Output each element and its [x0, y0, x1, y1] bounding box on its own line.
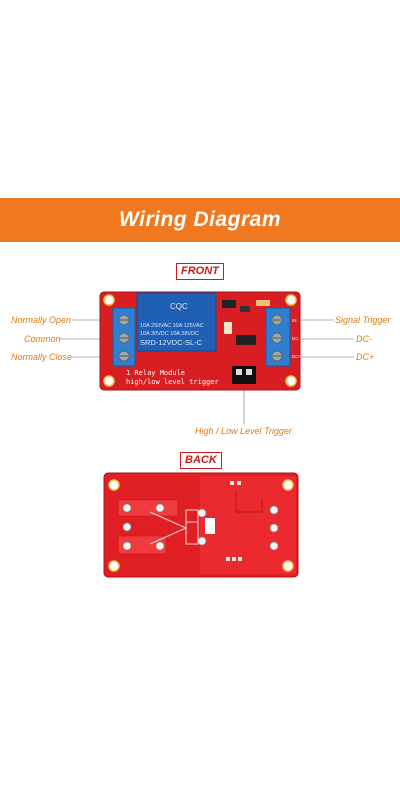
mounting-hole-icon	[108, 560, 120, 572]
resistor	[256, 300, 270, 306]
mounting-hole-icon	[282, 479, 294, 491]
small-pads	[226, 481, 242, 561]
label-signal-trigger: Signal Trigger	[335, 315, 391, 325]
board-text-2: high/low level trigger	[126, 378, 219, 386]
label-dc-minus: DC-	[356, 334, 372, 344]
mounting-hole-icon	[285, 375, 297, 387]
transistor	[222, 300, 236, 308]
label-trigger-jumper: High / Low Level Trigger	[195, 426, 292, 436]
pin-dc-minus: DC-	[292, 336, 300, 341]
copper-pour	[200, 476, 296, 574]
front-relay-board: CQC 10A 250VAC 10A 125VAC 10A 30VDC 10A …	[99, 291, 301, 391]
mounting-hole-icon	[108, 479, 120, 491]
banner-title: Wiring Diagram	[119, 208, 281, 231]
diode-silkscreen	[149, 509, 199, 545]
pin-in: IN	[292, 318, 297, 323]
wiring-diagram-banner: Wiring Diagram	[0, 198, 400, 242]
relay-brand: CQC	[170, 302, 188, 311]
back-tag: BACK	[180, 452, 222, 469]
mounting-hole-icon	[103, 375, 115, 387]
mounting-hole-icon	[285, 294, 297, 306]
back-relay-board	[103, 472, 299, 578]
relay-rating-1: 10A 250VAC 10A 125VAC	[140, 323, 204, 329]
label-normally-open: Normally Open	[11, 315, 72, 325]
label-common: Common	[24, 334, 61, 344]
solder-pads	[122, 503, 279, 551]
optocoupler	[236, 335, 256, 345]
label-normally-close: Normally Close	[11, 352, 73, 362]
relay-rating-2: 10A 30VDC 10A 28VDC	[140, 331, 199, 337]
pin-dc-plus: DC+	[292, 354, 301, 359]
relay-model: SRD-12VDC-SL-C	[140, 338, 203, 347]
front-tag: FRONT	[176, 263, 224, 280]
trigger-jumper	[232, 366, 256, 384]
mounting-hole-icon	[282, 560, 294, 572]
smd-resistor	[205, 518, 215, 534]
label-dc-plus: DC+	[356, 352, 375, 362]
diode	[224, 322, 232, 334]
smd-component	[240, 306, 250, 312]
board-text-1: 1 Relay Module	[126, 369, 185, 377]
relay-body	[136, 292, 217, 352]
mounting-hole-icon	[103, 294, 115, 306]
